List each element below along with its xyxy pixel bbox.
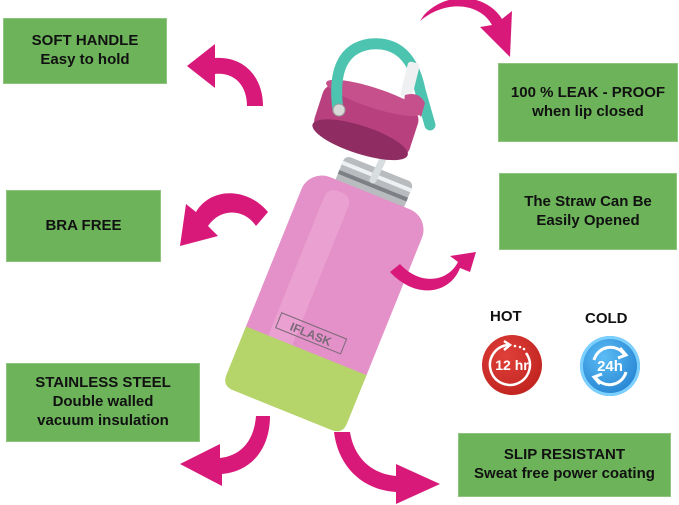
cold-duration: 24h [597, 357, 623, 375]
arrow-to-bra-free [180, 193, 268, 246]
feature-desc: Easily Opened [536, 211, 640, 229]
feature-desc: when lip closed [532, 102, 644, 120]
feature-title: 100 % LEAK - PROOF [510, 83, 666, 101]
feature-bra-free: BRA FREE [6, 190, 161, 262]
feature-desc: Double walled [52, 393, 154, 411]
feature-desc-2: vacuum insulation [37, 411, 169, 429]
hot-label: HOT [490, 308, 522, 325]
feature-title: The Straw Can Be [524, 192, 652, 210]
feature-stainless-steel: STAINLESS STEEL Double walled vacuum ins… [6, 363, 200, 442]
arrow-to-straw [390, 252, 476, 291]
feature-straw: The Straw Can Be Easily Opened [499, 173, 677, 250]
feature-title: SLIP RESISTANT [503, 446, 626, 464]
arrow-to-slip-resistant [334, 432, 440, 504]
feature-leak-proof: 100 % LEAK - PROOF when lip closed [498, 63, 678, 142]
arrow-to-stainless [180, 416, 270, 486]
arrow-to-soft-handle [187, 44, 263, 106]
feature-desc: Sweat free power coating [474, 465, 655, 482]
cold-24h-badge: 24h [580, 336, 640, 396]
hot-12hr-badge: 12 hr [482, 335, 542, 395]
hot-duration: 12 hr [495, 357, 529, 373]
clock-arrow-icon [488, 339, 532, 387]
bottle-base [225, 326, 367, 432]
feature-title: STAINLESS STEEL [35, 374, 171, 392]
feature-title: BRA FREE [45, 216, 122, 234]
feature-slip-resistant: SLIP RESISTANT Sweat free power coating [458, 433, 671, 497]
feature-desc: Easy to hold [40, 51, 130, 68]
arrow-to-leak-proof [420, 0, 512, 57]
feature-title: SOFT HANDLE [31, 32, 139, 50]
refresh-arrows-icon [591, 345, 629, 387]
cold-label: COLD [585, 310, 628, 327]
feature-soft-handle: SOFT HANDLE Easy to hold [3, 18, 167, 84]
